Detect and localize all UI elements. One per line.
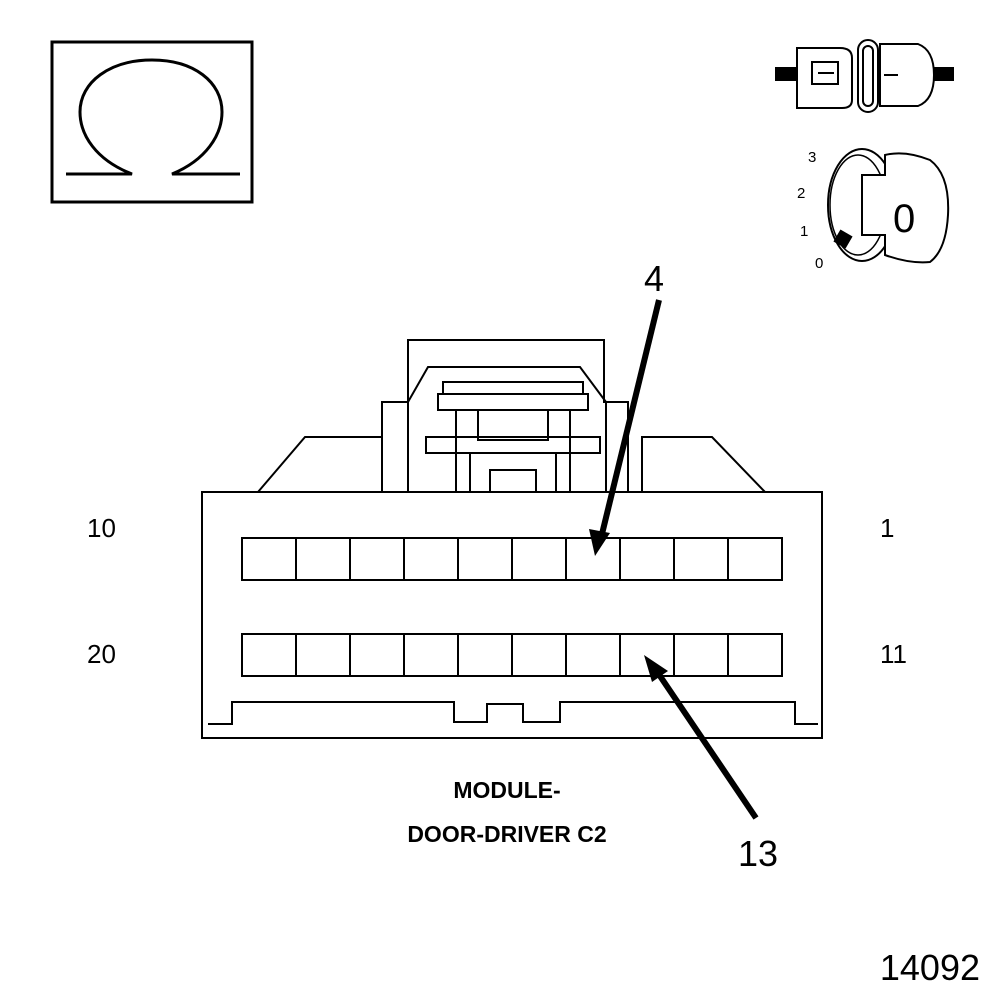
callout-label-pin-4: 4 <box>644 258 664 299</box>
cavity-pin-11 <box>727 633 783 677</box>
cavity-pin-18 <box>349 633 405 677</box>
callout-label-pin-13: 13 <box>738 833 778 874</box>
cavity-pin-9 <box>295 537 351 581</box>
ignition-position-1: 1 <box>800 223 808 240</box>
callout-arrow-pin-4 <box>589 299 662 556</box>
cavity-pin-6 <box>457 537 513 581</box>
connector-latch <box>381 339 629 493</box>
label-pin-10: 10 <box>87 513 116 543</box>
label-pin-1: 1 <box>880 513 894 543</box>
cavity-pin-17 <box>403 633 459 677</box>
cavity-pin-20 <box>241 633 297 677</box>
callout-arrow-pin-13 <box>644 655 759 820</box>
label-pin-11: 11 <box>880 639 907 669</box>
cavity-pin-12 <box>673 633 729 677</box>
disconnected-connector-icon <box>775 39 954 113</box>
connector-name-line2: DOOR-DRIVER C2 <box>407 821 606 847</box>
label-pin-20: 20 <box>87 639 116 669</box>
cavity-pin-15 <box>511 633 567 677</box>
figure-number: 14092 <box>880 947 980 988</box>
cavity-pin-7 <box>403 537 459 581</box>
connector-name-line1: MODULE- <box>453 777 560 803</box>
ignition-position-0: 0 <box>815 255 823 272</box>
cavity-row-top <box>241 537 783 581</box>
ohm-symbol-icon <box>50 40 254 204</box>
ignition-position-2: 2 <box>797 185 805 202</box>
cavity-pin-8 <box>349 537 405 581</box>
cavity-pin-10 <box>241 537 297 581</box>
cavity-pin-3 <box>619 537 675 581</box>
ignition-position-3: 3 <box>808 149 816 166</box>
cavity-pin-14 <box>565 633 621 677</box>
cavity-pin-16 <box>457 633 513 677</box>
cavity-pin-19 <box>295 633 351 677</box>
connector-face <box>201 339 823 739</box>
cavity-pin-5 <box>511 537 567 581</box>
ignition-key-position: 0 <box>893 197 915 241</box>
cavity-pin-2 <box>673 537 729 581</box>
cavity-row-bottom <box>241 633 783 677</box>
cavity-pin-1 <box>727 537 783 581</box>
ignition-key-icon: 3 2 1 0 0 <box>797 148 950 272</box>
